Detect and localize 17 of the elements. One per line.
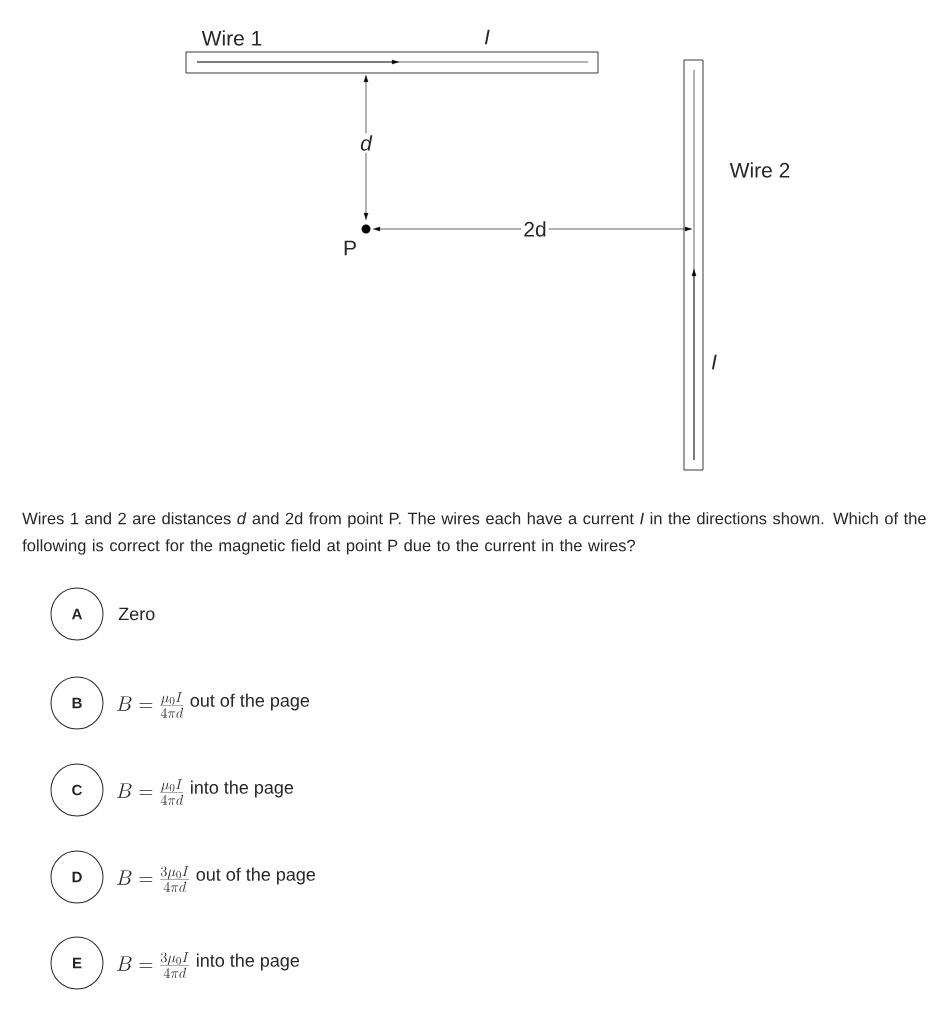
point-label: P	[344, 240, 356, 256]
answer-text: out of the page	[190, 693, 310, 711]
wire-label: Wire 2	[729, 162, 790, 178]
formula: $B=\frac{\mu_0 I}{4\pi d}$	[117, 779, 184, 805]
dimension-label: 2d	[521, 219, 549, 239]
formula: $B=\frac{3\mu_0 I}{4\pi d}$	[117, 866, 190, 892]
answer-text: Zero	[118, 607, 155, 621]
question-text: Wires 1 and 2 are distances d and 2d from point P. The wires each have a current I in the directions shown. Which of the following is correct for the magnetic field at point P due to the current in the wires?	[22, 512, 926, 555]
wire-label: Wire 1	[201, 30, 262, 46]
current-label: I	[711, 354, 717, 370]
formula: $B=\frac{3\mu_0 I}{4\pi d}$	[117, 952, 190, 978]
formula: $B=\frac{\mu_0 I}{4\pi d}$	[117, 692, 184, 718]
dimension-label: d	[358, 133, 374, 153]
answer-text: out of the page	[196, 867, 316, 885]
answer-text: into the page	[197, 953, 300, 971]
answer-text: into the page	[191, 780, 294, 798]
current-label: I	[484, 29, 490, 45]
